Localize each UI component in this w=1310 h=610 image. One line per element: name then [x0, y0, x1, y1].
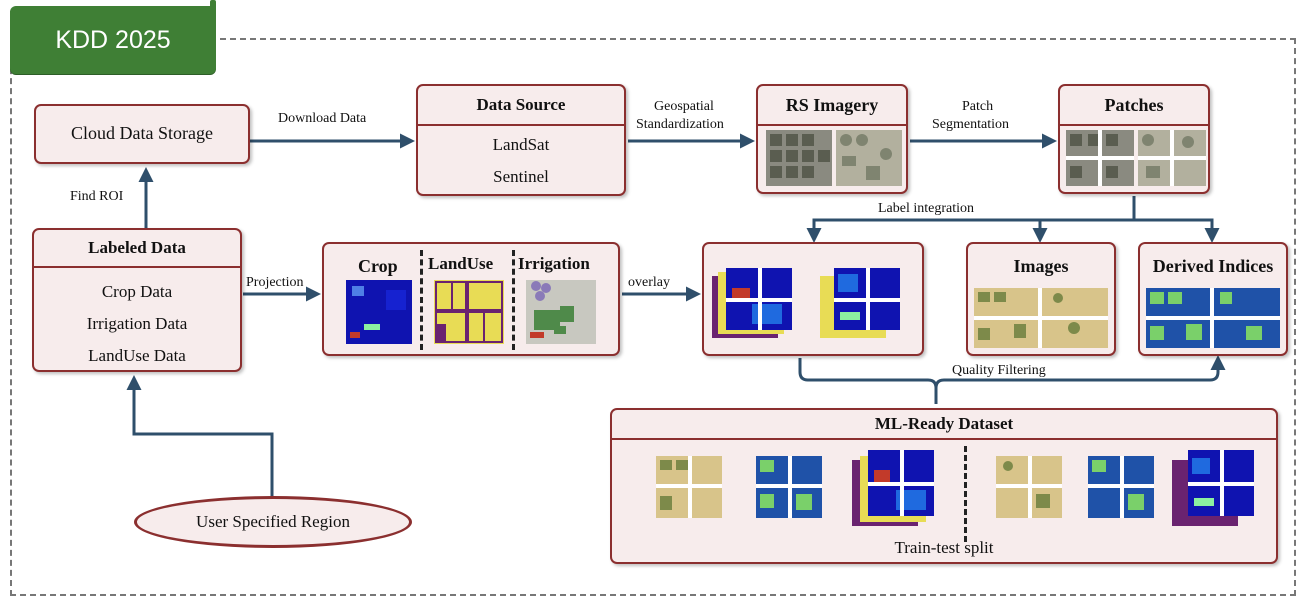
train-image — [656, 456, 722, 518]
data-source-item: Sentinel — [493, 167, 549, 186]
layer-crop-label: Crop — [358, 256, 398, 276]
test-label — [1172, 450, 1258, 530]
layer-divider — [512, 250, 515, 350]
data-source-node: Data Source LandSat Sentinel — [416, 84, 626, 196]
rs-thumb-2-pattern — [840, 134, 892, 180]
rs-thumb-2 — [836, 130, 902, 186]
train-index-pattern — [756, 456, 822, 518]
crop-map-pattern — [350, 286, 406, 338]
rs-imagery-title: RS Imagery — [758, 86, 906, 126]
edge-label-geospatial-1: Geospatial — [654, 99, 714, 114]
images-title: Images — [1013, 256, 1069, 276]
labeled-data-node: Labeled Data Crop Data Irrigation Data L… — [32, 228, 242, 372]
rs-thumb-1 — [766, 130, 832, 186]
labeled-data-item: Irrigation Data — [86, 314, 188, 333]
patches-thumb-1-pattern — [1066, 130, 1134, 186]
test-index-pattern — [1088, 456, 1154, 518]
test-index — [1088, 456, 1154, 518]
layer-landuse-label: LandUse — [428, 254, 494, 273]
edge-label-patch-1: Patch — [962, 99, 994, 114]
patches-title: Patches — [1060, 86, 1208, 126]
layers-node: Crop LandUse Irrigation — [322, 242, 620, 356]
patches-thumb-2-pattern — [1138, 130, 1206, 186]
test-image-pattern — [996, 456, 1062, 518]
layer-irrigation-label: Irrigation — [518, 254, 590, 273]
patches-thumb-2 — [1138, 130, 1206, 186]
landuse-map-pattern — [435, 281, 503, 343]
rs-thumb-1-pattern — [770, 134, 830, 178]
user-region-label: User Specified Region — [196, 512, 350, 531]
images-thumb-pattern — [974, 288, 1108, 348]
edge-label-download: Download Data — [278, 111, 367, 126]
images-thumb — [974, 288, 1108, 348]
ml-ready-node: ML-Ready Dataset Train-test split — [610, 408, 1278, 564]
edge-label-integration — [806, 196, 1136, 243]
edge-label-patch-2: Segmentation — [932, 117, 1009, 132]
edge-label-quality-filtering: Quality Filtering — [952, 363, 1046, 378]
overlay-node — [702, 242, 924, 356]
train-label-pattern — [852, 450, 934, 526]
labeled-data-item: LandUse Data — [88, 346, 186, 365]
images-node: Images — [966, 242, 1116, 356]
irrigation-map — [526, 280, 596, 344]
layer-divider — [420, 250, 423, 350]
edge-label-label-integration: Label integration — [878, 201, 975, 216]
overlay-stack-2-pattern — [820, 268, 900, 338]
edge-label-geospatial-2: Standardization — [636, 117, 724, 132]
overlay-stack-1-pattern — [712, 268, 792, 338]
indices-thumb — [1146, 288, 1280, 348]
ml-ready-title: ML-Ready Dataset — [612, 410, 1276, 440]
rs-imagery-node: RS Imagery — [756, 84, 908, 194]
labeled-data-item: Crop Data — [101, 282, 173, 301]
train-index — [756, 456, 822, 518]
labeled-data-title: Labeled Data — [34, 230, 240, 268]
ml-ready-footer: Train-test split — [894, 538, 994, 557]
crop-map — [346, 280, 412, 344]
indices-thumb-pattern — [1146, 288, 1280, 348]
irrigation-map-pattern — [530, 281, 574, 338]
edge-quality-filtering — [798, 358, 1218, 404]
derived-indices-title: Derived Indices — [1152, 256, 1274, 276]
test-image — [996, 456, 1062, 518]
venue-tag: KDD 2025 — [10, 0, 216, 74]
patches-node: Patches — [1058, 84, 1210, 194]
patches-thumb-1 — [1066, 130, 1134, 186]
pipeline-frame — [10, 38, 1296, 596]
overlay-stack-1 — [712, 268, 796, 342]
landuse-map — [434, 280, 504, 344]
edge-to-indices — [1134, 218, 1220, 243]
edge-label-overlay: overlay — [628, 275, 670, 290]
cloud-storage-node: Cloud Data Storage — [34, 104, 250, 164]
user-region-node: User Specified Region — [134, 496, 412, 548]
data-source-title: Data Source — [418, 86, 624, 126]
edge-label-projection: Projection — [246, 275, 304, 290]
test-label-pattern — [1172, 450, 1254, 526]
edge-label-find-roi: Find ROI — [70, 189, 124, 204]
train-image-pattern — [656, 456, 722, 518]
edge-user-region — [126, 375, 274, 500]
overlay-stack-2 — [820, 268, 904, 342]
split-divider — [964, 446, 967, 542]
derived-indices-node: Derived Indices — [1138, 242, 1288, 356]
venue-tag-label: KDD 2025 — [55, 25, 171, 54]
train-label — [852, 450, 938, 530]
data-source-item: LandSat — [492, 135, 550, 154]
cloud-storage-label: Cloud Data Storage — [71, 123, 213, 143]
